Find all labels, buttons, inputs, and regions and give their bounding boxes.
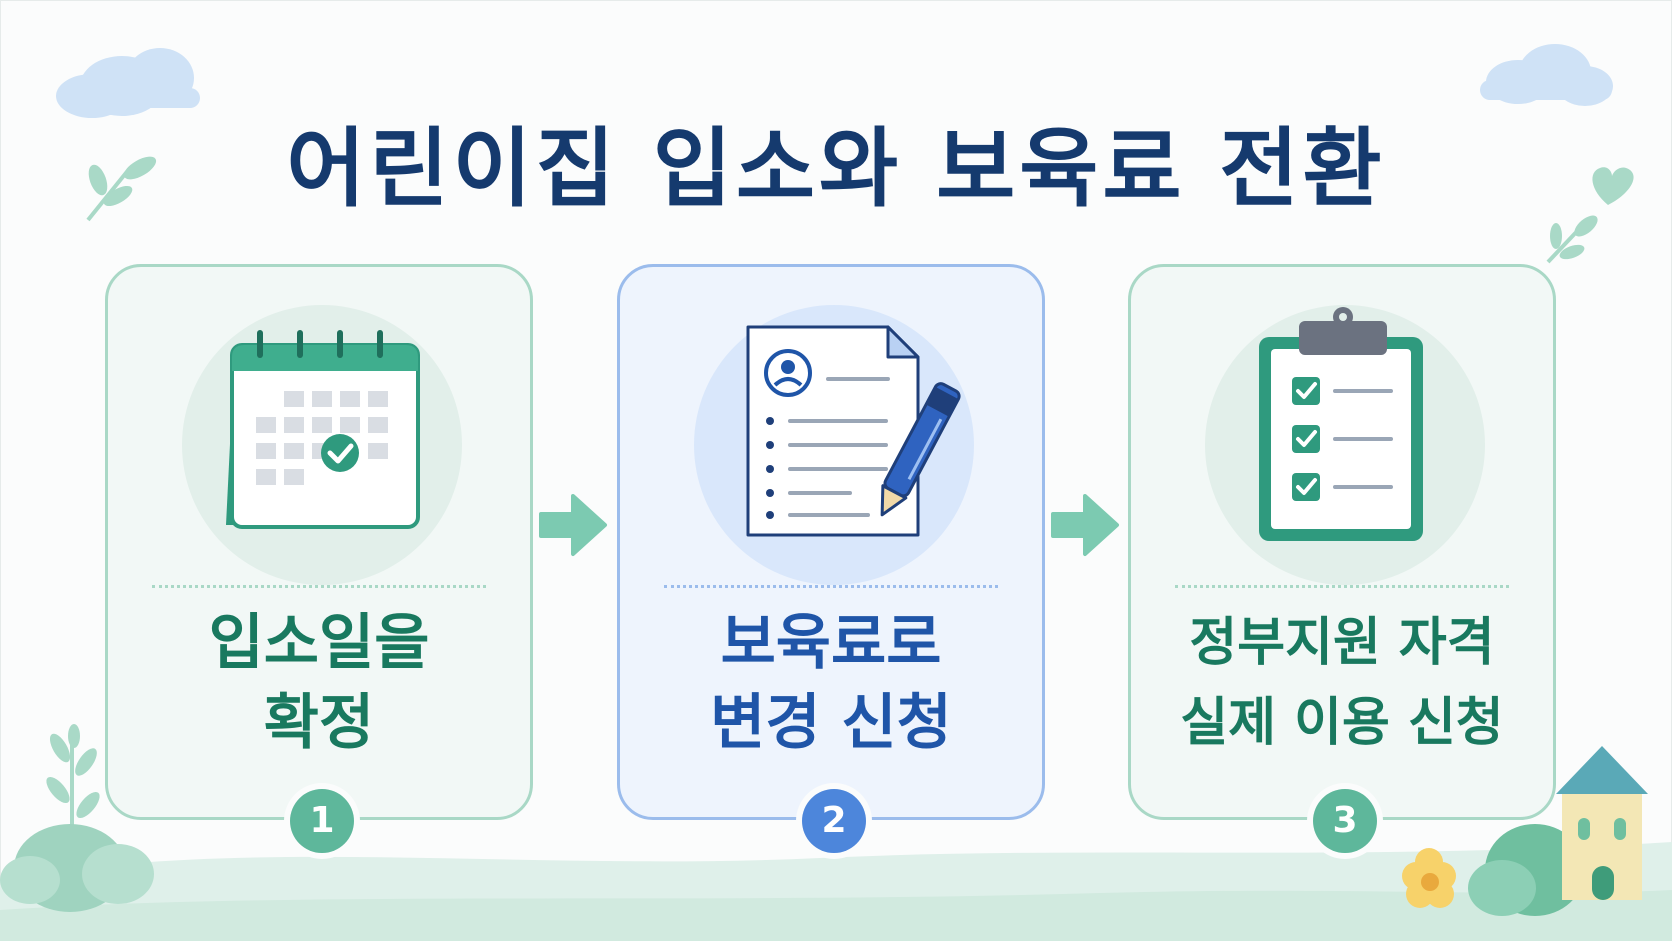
step-number-badge: 2 [802, 789, 866, 853]
step-card-2: 보육료로 변경 신청 2 [617, 264, 1045, 853]
page-title: 어린이집 입소와 보육료 전환 [286, 119, 1386, 219]
step-label-line-1: 입소일을 [208, 608, 430, 678]
step-card-3: 정부지원 자격 실제 이용 신청 3 [1128, 264, 1556, 853]
step-number-badge: 3 [1313, 789, 1377, 853]
step-label-line-1: 정부지원 자격 [1189, 613, 1495, 673]
step-label: 입소일을 확정 [108, 603, 530, 763]
step-card-1: 입소일을 확정 1 [105, 264, 533, 853]
dotted-divider [1175, 585, 1509, 588]
step-label: 보육료로 변경 신청 [620, 603, 1042, 763]
step-label-line-2: 확정 [263, 688, 375, 758]
arrow-right-icon [539, 494, 607, 556]
step-label-line-2: 변경 신청 [710, 688, 952, 758]
dotted-divider [664, 585, 998, 588]
step-label-line-2: 실제 이용 신청 [1180, 693, 1504, 753]
step-label-line-1: 보육료로 [720, 608, 942, 678]
calendar-check-icon [226, 330, 420, 529]
arrow-right-icon [1051, 494, 1119, 556]
clipboard-checklist-icon [1259, 307, 1423, 541]
document-pen-icon [746, 325, 961, 537]
step-label: 정부지원 자격 실제 이용 신청 [1131, 603, 1553, 763]
step-number-badge: 1 [290, 789, 354, 853]
dotted-divider [152, 585, 486, 588]
